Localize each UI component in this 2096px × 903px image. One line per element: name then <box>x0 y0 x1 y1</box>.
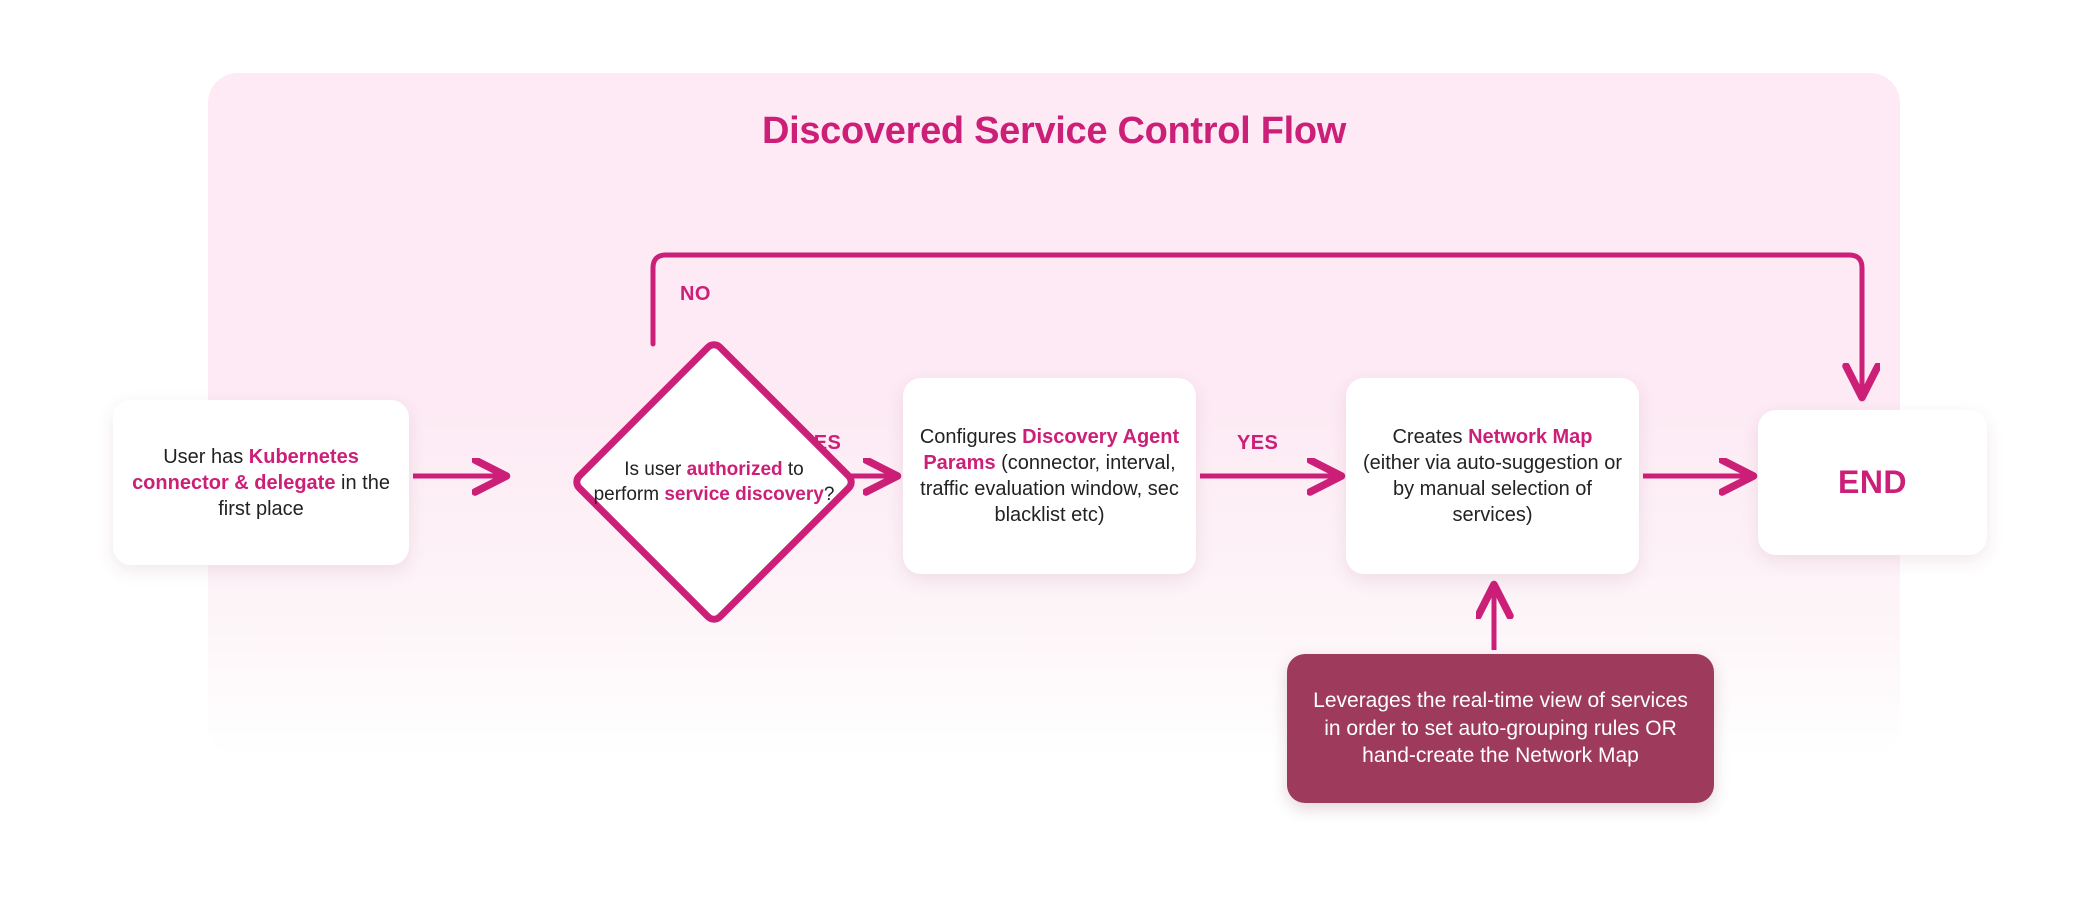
node-decision-text: Is user authorized to perform service di… <box>593 458 835 505</box>
node-map-text: Creates Network Map (either via auto-sug… <box>1362 426 1623 526</box>
node-end[interactable]: END <box>1758 410 1987 555</box>
edge-label-yes-params-to-map: YES <box>1237 432 1279 454</box>
node-note-text: Leverages the real-time view of services… <box>1313 688 1688 768</box>
node-creates-network-map[interactable]: Creates Network Map (either via auto-sug… <box>1346 378 1639 574</box>
node-configures-discovery-agent-params[interactable]: Configures Discovery Agent Params (conne… <box>903 378 1196 574</box>
node-end-label: END <box>1837 463 1908 500</box>
node-user-has-connector[interactable]: User has Kubernetes connector & delegate… <box>113 400 409 565</box>
edge-label-no: NO <box>680 283 711 305</box>
node-start-text: User has Kubernetes connector & delegate… <box>132 445 390 520</box>
node-annotation-leverages-real-time-view[interactable]: Leverages the real-time view of services… <box>1287 654 1714 803</box>
diagram-title: Discovered Service Control Flow <box>761 110 1347 152</box>
node-params-text: Configures Discovery Agent Params (conne… <box>919 426 1180 526</box>
node-decision-is-user-authorized[interactable]: Is user authorized to perform service di… <box>564 332 864 632</box>
